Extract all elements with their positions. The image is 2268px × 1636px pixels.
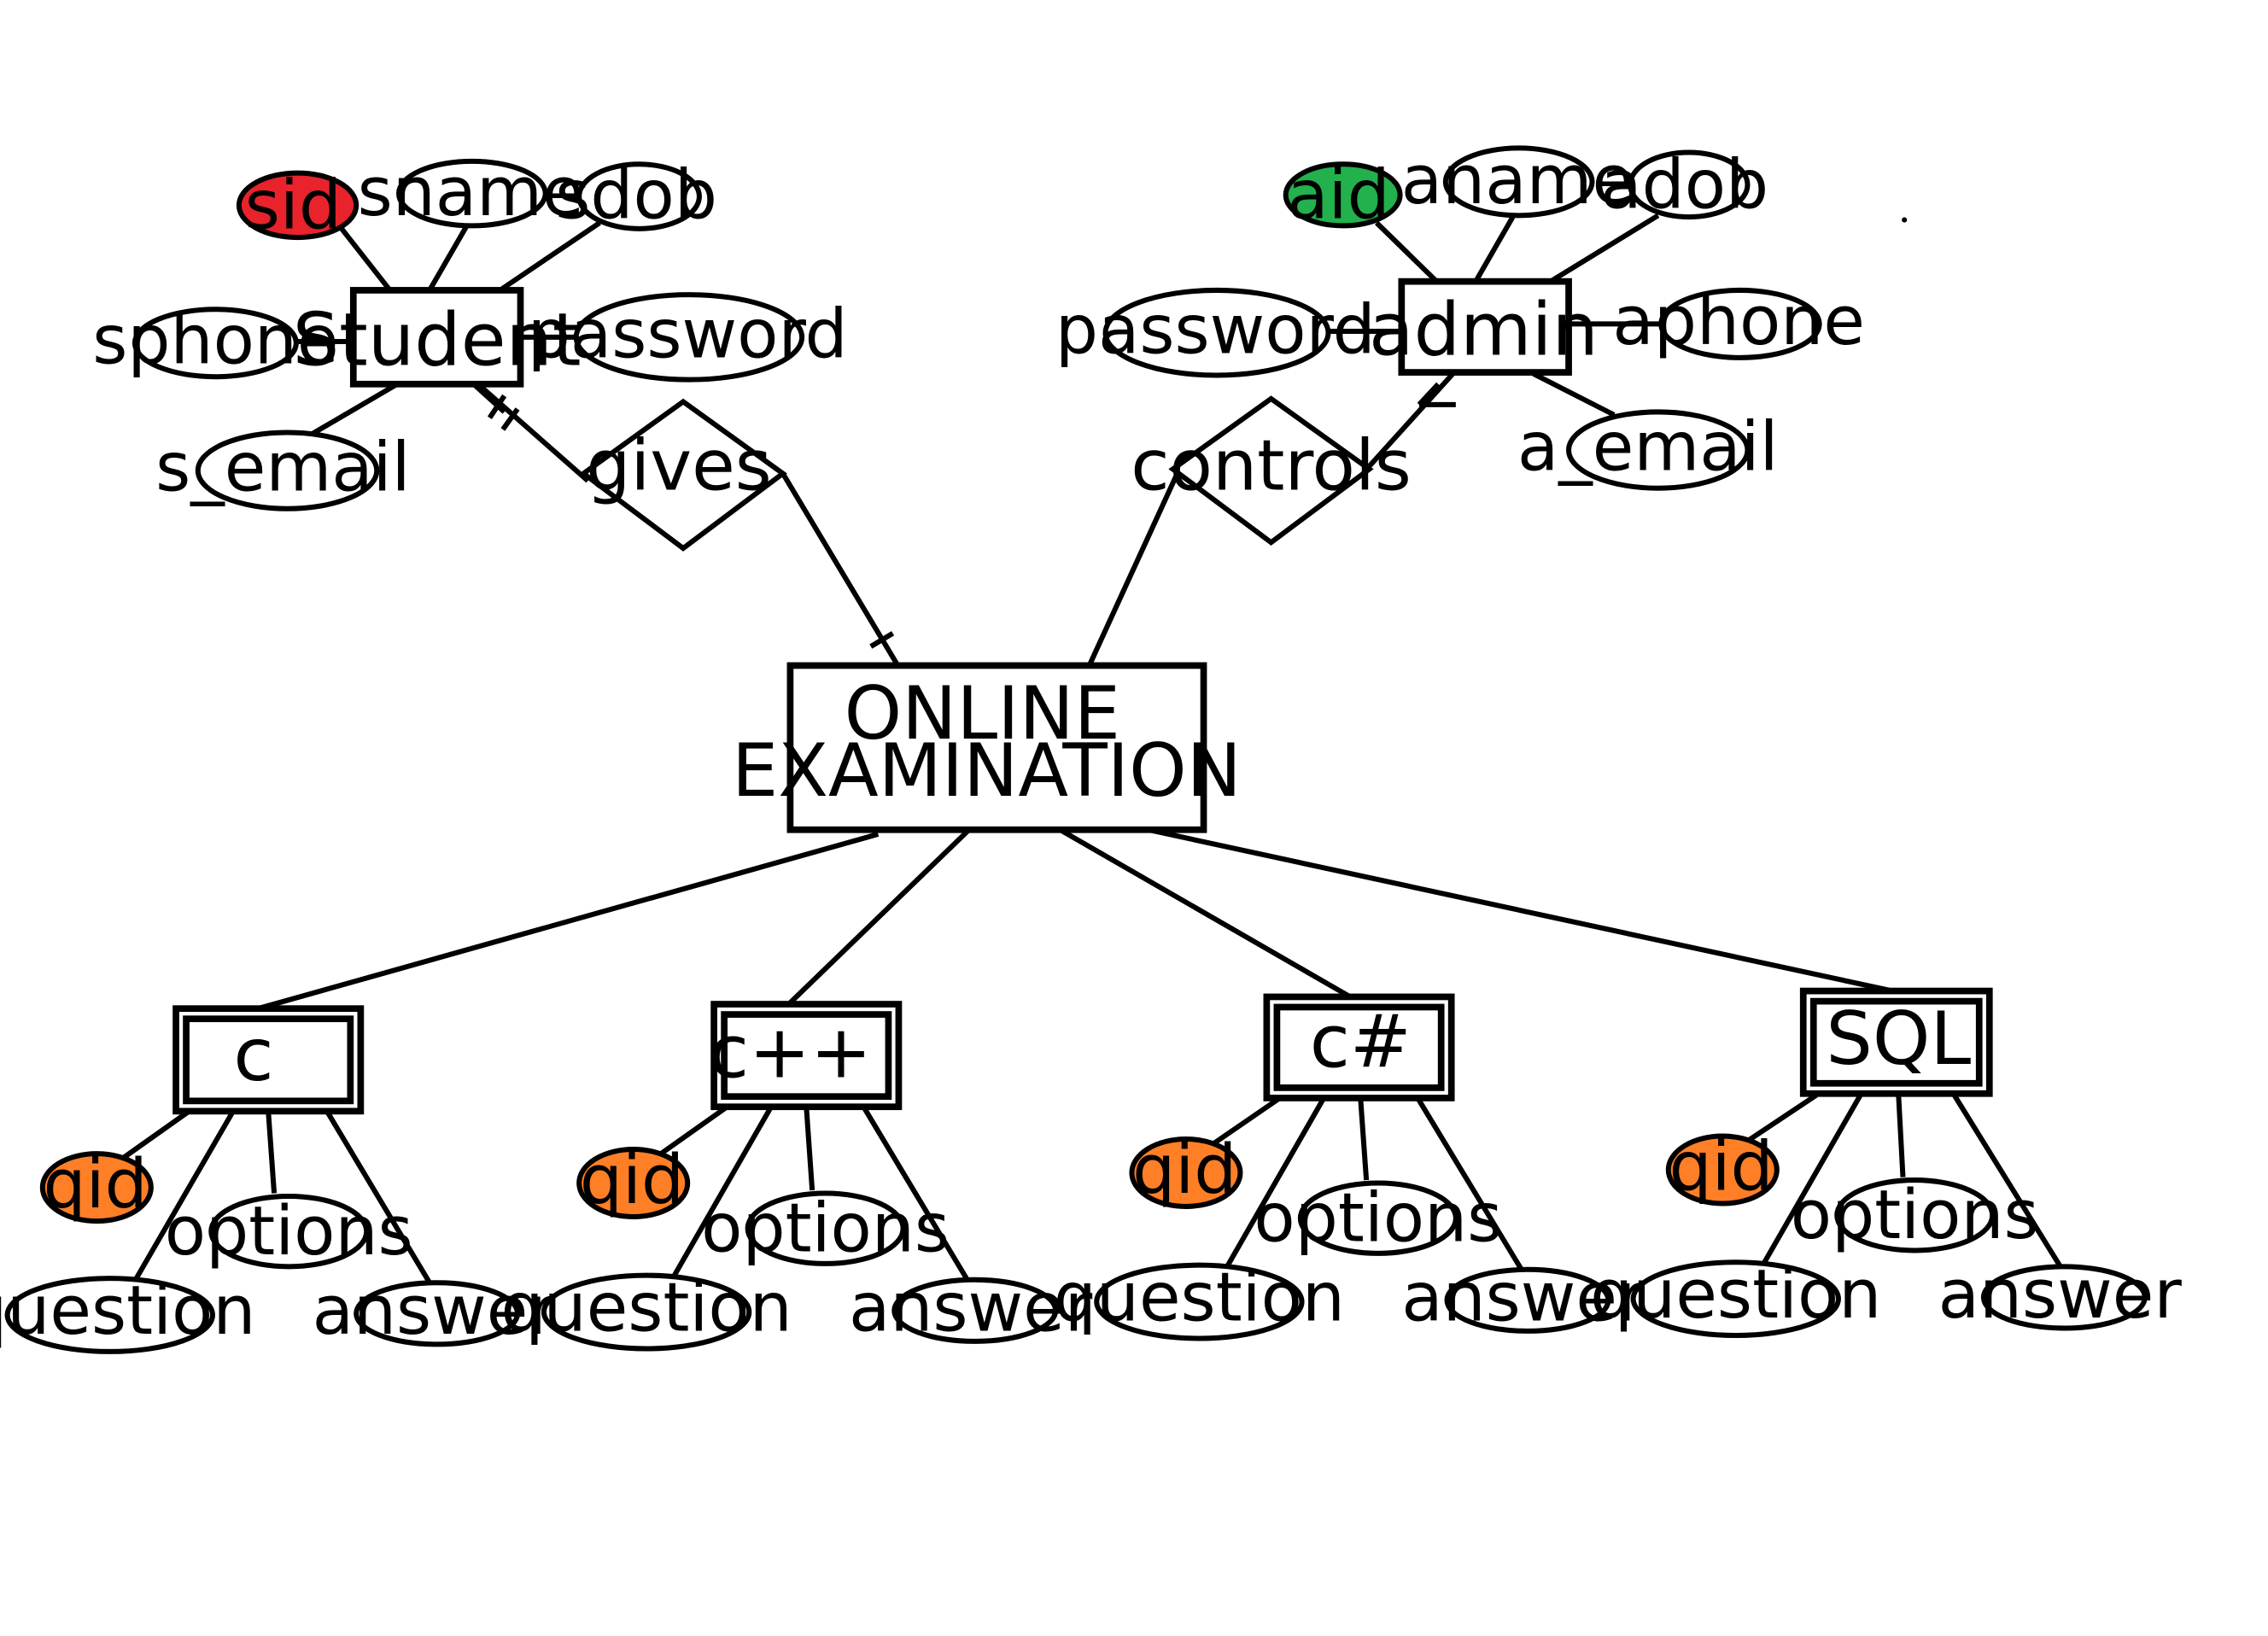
attribute-question: question (1590, 1255, 1881, 1339)
primary-key-oval (236, 170, 359, 241)
primary-key-oval (1283, 161, 1403, 229)
admin-label: admin (1369, 287, 1599, 372)
attribute-s-email: s_email (155, 429, 411, 511)
attribute-answer: answer (313, 1271, 557, 1350)
connector-lines (117, 213, 2064, 1292)
attribute-aname: aname (1401, 141, 1634, 219)
admin-entity: admin (1369, 278, 1599, 376)
svg-text:options: options (1791, 1176, 2039, 1254)
attribute-question: question (501, 1268, 792, 1352)
svg-text:password: password (528, 295, 848, 373)
svg-text:qid: qid (44, 1145, 148, 1224)
attribute-adob: adob (1600, 145, 1768, 224)
attribute-qid: qid (39, 1145, 154, 1224)
attribute-options: options (1254, 1179, 1502, 1258)
svg-text:gives: gives (586, 425, 772, 506)
attribute-qid: qid (576, 1141, 691, 1219)
svg-text:options: options (1254, 1179, 1502, 1258)
subject-sql: SQL qid options question answer (1590, 987, 2183, 1339)
svg-text:qid: qid (580, 1141, 684, 1219)
svg-text:s_email: s_email (155, 429, 410, 507)
subject-c-sharp: c# qid options question answer (1054, 993, 1645, 1341)
attribute-sdob: sdob (555, 155, 717, 234)
svg-text:aid: aid (1287, 155, 1389, 234)
attribute-student-password: password (528, 292, 848, 383)
svg-text:controls: controls (1131, 425, 1412, 506)
attribute-aphone: aphone (1612, 282, 1865, 360)
student-entity: Student (293, 287, 582, 388)
admin-attributes: aid aname adob password aphone a_email (1055, 141, 1865, 491)
subject-label: SQL (1826, 996, 1971, 1082)
svg-text:aname: aname (1401, 141, 1634, 219)
controls-relationship: controls (1131, 395, 1412, 546)
online-examination-line2: EXAMINATION (732, 728, 1242, 814)
attribute-options: options (701, 1189, 950, 1268)
svg-text:answer: answer (1938, 1255, 2183, 1334)
attribute-question: question (1054, 1258, 1345, 1341)
svg-text:sname: sname (358, 153, 584, 231)
attribute-question: question (0, 1271, 255, 1354)
svg-text:sdob: sdob (555, 155, 717, 234)
svg-text:sid: sid (245, 166, 342, 244)
svg-text:adob: adob (1600, 145, 1768, 224)
svg-text:question: question (1054, 1258, 1345, 1336)
svg-text:answer: answer (1401, 1258, 1645, 1336)
attribute-options: options (165, 1192, 413, 1271)
svg-text:options: options (165, 1192, 413, 1271)
attribute-a-email: a_email (1517, 408, 1779, 491)
attribute-admin-password: password (1055, 287, 1376, 378)
attribute-qid: qid (1129, 1131, 1243, 1209)
svg-text:answer: answer (313, 1271, 557, 1350)
svg-text:qid: qid (1132, 1131, 1236, 1209)
svg-text:qid: qid (1669, 1128, 1773, 1207)
subject-label: c++ (709, 1010, 872, 1096)
svg-text:question: question (501, 1268, 792, 1347)
subject-label: c# (1310, 1000, 1412, 1085)
attribute-qid: qid (1665, 1128, 1780, 1207)
svg-text:options: options (701, 1189, 950, 1268)
attribute-sphone: sphone (92, 301, 338, 379)
attribute-sname: sname (358, 153, 584, 231)
svg-text:a_email: a_email (1517, 408, 1779, 487)
svg-text:question: question (1590, 1255, 1881, 1334)
attribute-answer: answer (1401, 1258, 1645, 1336)
svg-text:sphone: sphone (92, 301, 338, 379)
attribute-aid: aid (1283, 155, 1403, 234)
svg-text:question: question (0, 1271, 255, 1350)
subject-c-plus-plus: c++ qid options question answer (501, 1001, 1093, 1352)
attribute-options: options (1791, 1176, 2039, 1254)
svg-text:answer: answer (849, 1268, 1093, 1347)
stray-dot (1902, 217, 1908, 223)
subject-label: c (233, 1013, 273, 1098)
gives-relationship: gives (579, 398, 787, 552)
svg-text:aphone: aphone (1612, 282, 1865, 360)
attribute-answer: answer (1938, 1255, 2183, 1334)
student-attributes: sid sname sdob sphone password s_email (92, 153, 848, 511)
student-label: Student (293, 297, 582, 383)
subject-c: c qid options question answer (0, 1005, 557, 1354)
online-examination-line1: ONLINE (845, 671, 1120, 757)
attribute-sid: sid (236, 166, 359, 244)
svg-text:password: password (1055, 290, 1376, 369)
online-examination-entity: ONLINE EXAMINATION (732, 662, 1242, 833)
attribute-answer: answer (849, 1268, 1093, 1347)
